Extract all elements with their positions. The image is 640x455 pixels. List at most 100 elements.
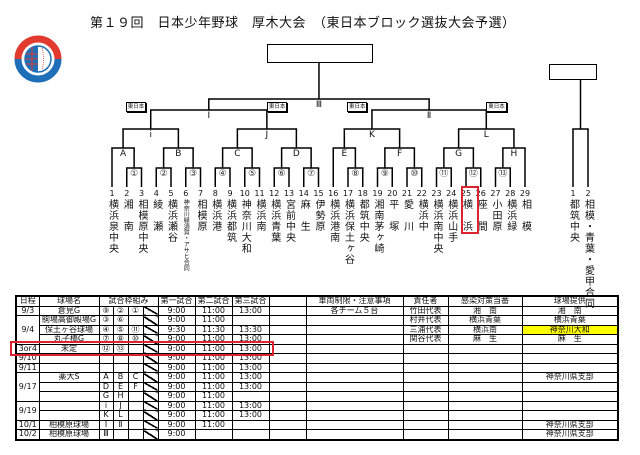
- slash-cell: [142, 429, 159, 440]
- team-name: 宮前中央: [283, 199, 295, 243]
- game-time-cell: [231, 429, 270, 440]
- game-time-cell: 11:00: [194, 419, 233, 430]
- team-name: 横 浜: [460, 199, 472, 232]
- notes-cell: [305, 343, 404, 354]
- matchup-cell: ③: [98, 315, 114, 326]
- matchup-cell: L: [112, 410, 129, 421]
- team-name: 横浜中: [416, 199, 428, 232]
- matchup-cell: ②: [112, 305, 129, 316]
- east-japan-tag: 東日本: [266, 102, 288, 112]
- champion-box: [266, 44, 373, 63]
- team-name: 座 間: [475, 199, 487, 232]
- side-team-name: 都筑中央: [567, 199, 579, 243]
- team-number: 10: [239, 189, 250, 198]
- header-game-1: 第一試合: [157, 295, 196, 307]
- matchup-cell: [127, 429, 144, 440]
- team-name: 相 模: [519, 199, 531, 232]
- blank-cell: [268, 353, 307, 364]
- date-cell: 9/4: [15, 315, 40, 345]
- match-label: C: [234, 149, 241, 159]
- matchup-cell: [127, 315, 144, 326]
- header-date: 日程: [15, 295, 40, 307]
- match-label: K: [369, 130, 375, 140]
- game-time-cell: 9:00: [157, 305, 196, 316]
- game-time-cell: [231, 419, 270, 430]
- team-number: 4: [153, 189, 159, 198]
- notes-cell: [305, 324, 404, 335]
- team-number: 6: [183, 189, 189, 198]
- team-name: 神奈川大和: [239, 199, 251, 254]
- infection-duty-cell: 麻 生: [447, 334, 523, 345]
- infection-duty-cell: [447, 419, 523, 430]
- infection-duty-cell: [447, 400, 523, 411]
- team-highlight-box: [461, 186, 479, 234]
- page-title: 第１９回 日本少年野球 厚木大会 （東日本ブロック選抜大会予選）: [90, 16, 516, 31]
- team-number: 7: [197, 189, 204, 198]
- field-provider-cell: [521, 362, 619, 373]
- match-label: Ⅱ: [426, 111, 432, 121]
- team-name: 横浜南中央: [431, 199, 442, 254]
- game-time-cell: 9:00: [157, 400, 196, 411]
- team-number: 18: [357, 189, 368, 198]
- slash-cell: [142, 391, 159, 402]
- notes-cell: [305, 315, 404, 326]
- matchup-cell: [112, 429, 129, 440]
- game-time-cell: 9:00: [157, 391, 196, 402]
- date-cell: 9/17: [15, 372, 40, 402]
- venue-cell: [38, 400, 100, 411]
- slash-cell: [142, 419, 159, 430]
- team-number: 5: [168, 189, 174, 198]
- team-name: 横浜港: [209, 199, 221, 232]
- field-provider-cell: [521, 353, 619, 364]
- game-time-cell: [194, 429, 233, 440]
- match-label: ⑬: [498, 169, 508, 179]
- team-number: 17: [342, 189, 354, 198]
- team-number: 15: [313, 189, 324, 198]
- team-name: 横浜青葉: [268, 199, 280, 243]
- field-provider-cell: [521, 343, 619, 354]
- blank-cell: [268, 400, 307, 411]
- header-blank: [268, 295, 307, 307]
- infection-duty-cell: [447, 410, 523, 421]
- match-label: J: [265, 130, 269, 140]
- blank-cell: [268, 315, 307, 326]
- match-label: ⑦: [307, 169, 316, 179]
- blank-cell: [268, 391, 307, 402]
- game-time-cell: 13:00: [231, 362, 270, 373]
- manager-cell: [402, 400, 449, 411]
- infection-duty-cell: [447, 429, 523, 440]
- notes-cell: [305, 372, 404, 383]
- matchup-cell: C: [127, 372, 144, 383]
- header-game-3: 第三試合: [231, 295, 270, 307]
- blank-cell: [268, 334, 307, 345]
- matchup-cell: ⑪: [127, 324, 144, 335]
- game-time-cell: 11:30: [194, 324, 233, 335]
- match-label: ⑥: [277, 169, 286, 179]
- game-time-cell: 9:00: [157, 419, 196, 430]
- team-number: 21: [401, 189, 413, 198]
- match-label: Ⅰ: [207, 111, 211, 121]
- blank-cell: [268, 429, 307, 440]
- team-number: 8: [212, 189, 218, 198]
- game-time-cell: 11:00: [194, 400, 233, 411]
- match-label: ④: [218, 169, 227, 179]
- manager-cell: [402, 343, 449, 354]
- notes-cell: [305, 429, 404, 440]
- team-name: 綾 瀬: [150, 199, 162, 232]
- blank-cell: [268, 324, 307, 335]
- manager-cell: [402, 372, 449, 383]
- matchup-cell: [98, 362, 114, 373]
- team-number: 1: [109, 189, 115, 198]
- team-name: 横浜都筑: [224, 199, 236, 243]
- blank-cell: [268, 362, 307, 373]
- matchup-cell: ⑥: [112, 315, 129, 326]
- match-label: A: [119, 149, 127, 159]
- matchup-cell: [112, 362, 129, 373]
- match-label: ⑫: [468, 169, 478, 179]
- game-time-cell: 11:00: [194, 305, 233, 316]
- side-team-number: 1: [570, 189, 576, 198]
- game-time-cell: 13:30: [231, 324, 270, 335]
- match-label: H: [510, 149, 518, 159]
- slash-cell: [142, 362, 159, 373]
